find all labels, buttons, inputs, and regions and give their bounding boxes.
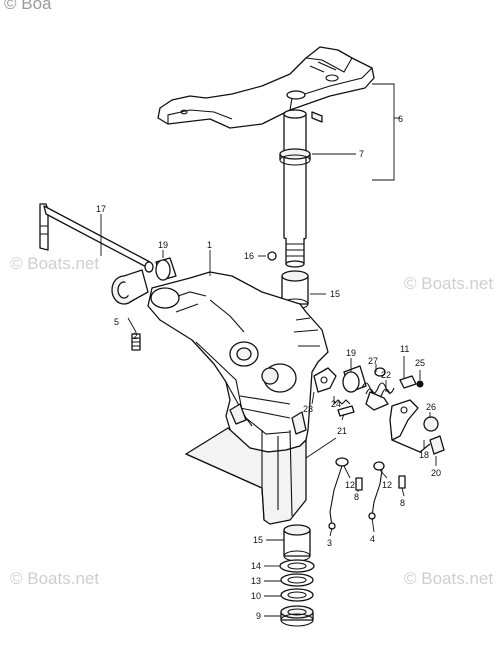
callout-8-left: 8 [354, 492, 359, 502]
callout-24: 24 [331, 399, 341, 409]
part-spring-24 [333, 399, 351, 405]
callout-2: 2 [133, 331, 138, 341]
part-stopper-23 [313, 367, 337, 393]
part-pin-11 [399, 375, 417, 389]
callout-7: 7 [359, 149, 364, 159]
callout-21: 21 [337, 426, 347, 436]
watermark-left-upper: © Boats.net [10, 254, 99, 273]
part-knob-26 [423, 416, 439, 432]
watermark-right-lower: © Boats.net [404, 569, 493, 588]
callout-12-right: 12 [382, 480, 392, 490]
part-cap-16 [267, 251, 277, 261]
callout-5: 5 [114, 317, 119, 327]
callout-4: 4 [370, 534, 375, 544]
part-bushing-upper [155, 257, 177, 281]
callout-3: 3 [327, 538, 332, 548]
watermark-left-lower: © Boats.net [10, 569, 99, 588]
part-cable-3 [328, 465, 343, 530]
callout-18: 18 [419, 450, 429, 460]
part-lock-lever [389, 399, 431, 453]
part-tilt-rod [39, 203, 154, 273]
callouts: 6 7 17 1 19 16 15 5 2 19 27 11 25 22 24 … [96, 114, 441, 621]
callout-22: 22 [381, 370, 391, 380]
watermark-top: © Boa [4, 0, 52, 13]
part-washer-14 [279, 559, 315, 573]
part-washer-10 [280, 588, 314, 602]
part-bushing-left [111, 269, 149, 305]
part-grip-20 [429, 435, 445, 455]
part-swivel-bracket [147, 271, 329, 525]
callout-12-left: 12 [345, 480, 355, 490]
watermarks: © Boa © Boats.net © Boats.net © Boats.ne… [4, 0, 493, 588]
callout-9: 9 [256, 611, 261, 621]
callout-10: 10 [251, 591, 261, 601]
callout-27: 27 [368, 356, 378, 366]
callout-19-right: 19 [346, 348, 356, 358]
callout-23: 23 [303, 404, 313, 414]
part-lever-22 [365, 391, 389, 411]
callout-6: 6 [398, 114, 403, 124]
callout-17: 17 [96, 204, 106, 214]
callout-25: 25 [415, 358, 425, 368]
part-washer-25 [416, 380, 424, 388]
leader-lines [100, 83, 437, 617]
callout-19-upper: 19 [158, 240, 168, 250]
part-bushing-15-lower [283, 524, 311, 562]
callout-8-right: 8 [400, 498, 405, 508]
callout-14: 14 [251, 561, 261, 571]
part-steering-bracket [157, 46, 375, 129]
part-bolt-2 [131, 333, 141, 351]
callout-13: 13 [251, 576, 261, 586]
callout-15-lower: 15 [253, 535, 263, 545]
watermark-right-upper: © Boats.net [404, 274, 493, 293]
part-bolt-8-right [398, 475, 406, 489]
callout-26: 26 [426, 402, 436, 412]
callout-20: 20 [431, 468, 441, 478]
part-bolt-8-left [355, 477, 363, 491]
part-cable-4 [368, 469, 383, 520]
callout-1: 1 [207, 240, 212, 250]
part-pin-21 [337, 405, 355, 417]
callout-15-upper: 15 [330, 289, 340, 299]
part-bushing-19-right [342, 365, 367, 393]
part-clip-12-left [335, 457, 349, 467]
part-steering-shaft [279, 109, 311, 268]
callout-16: 16 [244, 251, 254, 261]
part-washer-13 [280, 573, 314, 587]
part-nut-9 [280, 605, 314, 627]
callout-11: 11 [400, 344, 409, 354]
part-clip-12-right [373, 461, 385, 471]
